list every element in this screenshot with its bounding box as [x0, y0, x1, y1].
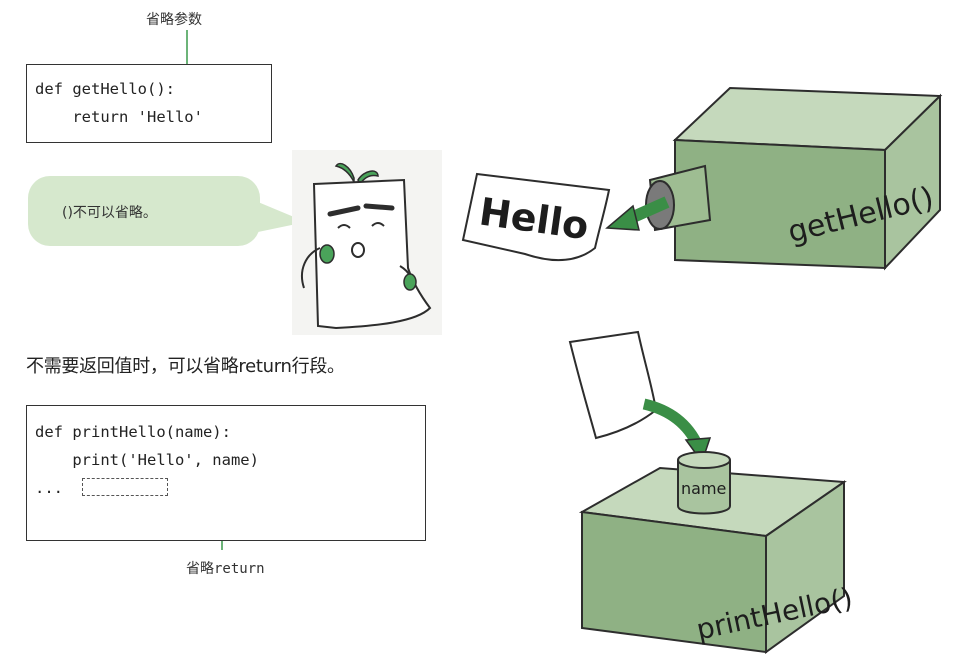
code-line: ...	[35, 479, 63, 497]
code-line: def printHello(name):	[35, 423, 231, 441]
speech-bubble	[28, 176, 260, 246]
code-block-gethello: def getHello(): return 'Hello'	[26, 64, 272, 143]
code-line: print('Hello', name)	[35, 451, 259, 469]
omit-return-label: 省略return	[186, 561, 265, 577]
printhello-illustration: name printHello()	[568, 330, 855, 654]
gethello-illustration: Hello getHello()	[461, 86, 943, 271]
code-line: return 'Hello'	[35, 108, 203, 126]
section-heading: 不需要返回值时，可以省略return行段。	[26, 356, 345, 377]
omitted-return-placeholder	[82, 478, 168, 496]
code-block-printhello: def printHello(name): print('Hello', nam…	[26, 405, 426, 541]
code-line: def getHello():	[35, 80, 175, 98]
omit-parameter-label: 省略参数	[146, 12, 202, 28]
box-right-face	[884, 93, 941, 271]
can-label: name	[681, 479, 726, 498]
speech-bubble-text: ()不可以省略。	[62, 205, 157, 221]
paper-character-icon	[292, 150, 442, 335]
